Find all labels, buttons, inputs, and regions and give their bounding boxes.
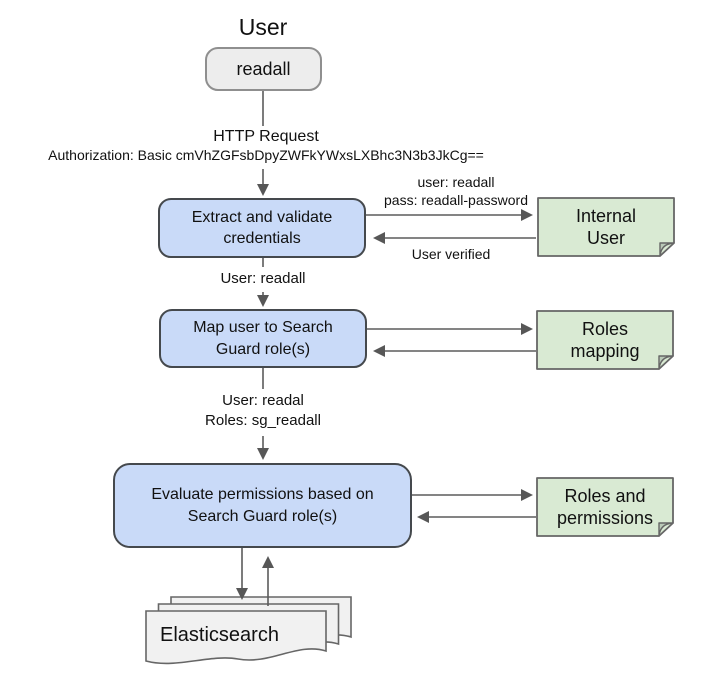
node-extract-credentials: Extract and validate credentials	[158, 198, 366, 258]
document-front	[145, 610, 327, 665]
edge-label-user-verified: User verified	[411, 246, 491, 262]
note-shape	[536, 477, 674, 537]
document-stack	[145, 596, 352, 665]
folded-corner-icon	[658, 355, 674, 370]
note-roles-mapping-label: Roles mapping	[570, 318, 640, 362]
node-evaluate-label: Evaluate permissions based on Search Gua…	[151, 486, 374, 525]
note-internal-user: Internal User	[537, 197, 675, 257]
note-internal-user-label: Internal User	[575, 205, 637, 249]
edge-label-credentials-user: user: readall	[417, 174, 495, 190]
user-node-label: readall	[236, 58, 291, 79]
node-evaluate-permissions: Evaluate permissions based on Search Gua…	[113, 463, 412, 548]
edge-label-roles-sg-readall: Roles: sg_readall	[205, 411, 321, 429]
diagram-title: User	[238, 14, 288, 40]
elasticsearch-label: Elasticsearch	[160, 624, 279, 646]
folded-corner-icon	[658, 522, 674, 537]
folded-corner-icon	[659, 242, 675, 257]
note-roles-permissions: Roles and permissions	[536, 477, 674, 537]
edge-label-user-roles: User: readal Roles: sg_readall	[178, 391, 348, 430]
note-shape	[537, 197, 675, 257]
edge-label-user-readall: User: readall	[220, 270, 306, 287]
note-shape	[536, 310, 674, 370]
edge-label-user-readal: User: readal	[222, 392, 304, 409]
edge-label-credentials-pass: pass: readall-password	[384, 191, 528, 208]
node-extract-label: Extract and validate credentials	[191, 208, 333, 247]
edge-label-credentials: user: readall pass: readall-password	[361, 174, 551, 210]
http-request-title: HTTP Request	[213, 128, 319, 145]
user-node: readall	[205, 47, 322, 91]
http-request-annotation: HTTP Request Authorization: Basic cmVhZG…	[0, 127, 532, 164]
authorization-header: Authorization: Basic cmVhZGFsbDpyZWFkYWx…	[48, 146, 484, 163]
note-roles-mapping: Roles mapping	[536, 310, 674, 370]
node-map-roles: Map user to Search Guard role(s)	[159, 309, 367, 368]
node-map-label: Map user to Search Guard role(s)	[193, 319, 333, 358]
note-roles-permissions-label: Roles and permissions	[556, 485, 654, 529]
